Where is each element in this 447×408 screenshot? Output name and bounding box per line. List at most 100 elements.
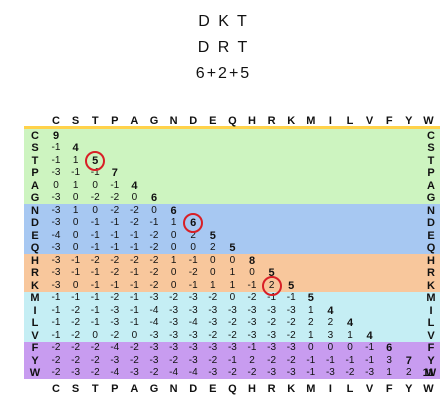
matrix-cell: 0 <box>151 204 157 216</box>
matrix-cell: -3 <box>325 367 335 378</box>
title-line-1: D K T <box>198 13 249 30</box>
matrix-cell: -3 <box>247 304 257 316</box>
matrix-cell: -2 <box>149 229 159 241</box>
column-header-bottom: Q <box>228 383 237 395</box>
matrix-cell: -3 <box>188 292 198 303</box>
matrix-cell: 2 <box>327 317 334 328</box>
matrix-cell: 0 <box>53 179 59 191</box>
matrix-cell: -3 <box>227 342 237 353</box>
row-label-right: G <box>426 192 436 204</box>
matrix-cell: 11 <box>422 367 435 379</box>
matrix-cell: -2 <box>208 329 218 341</box>
matrix-cell: -2 <box>90 254 100 266</box>
group-band <box>24 204 440 254</box>
matrix-cell: 0 <box>229 254 236 266</box>
column-header-bottom: Y <box>405 383 413 395</box>
matrix-cell: 5 <box>307 292 314 304</box>
matrix-cell: 5 <box>288 279 295 292</box>
matrix-cell: 2 <box>406 367 412 378</box>
matrix-cell: -1 <box>149 217 159 228</box>
matrix-cell: 5 <box>229 242 236 254</box>
title-line-2: D R T <box>197 39 250 56</box>
matrix-cell: -3 <box>169 342 179 353</box>
matrix-cell: -1 <box>129 229 139 241</box>
group-band <box>24 254 440 292</box>
row-label-left: H <box>31 254 39 267</box>
matrix-cell: -3 <box>110 354 120 366</box>
matrix-cell: 5 <box>209 229 216 242</box>
row-label-left: E <box>31 229 39 242</box>
matrix-cell: -2 <box>247 292 257 303</box>
matrix-cell: 1 <box>170 217 177 228</box>
column-header-top: F <box>385 115 393 127</box>
column-header-top: L <box>346 115 354 127</box>
matrix-cell: -1 <box>110 217 120 228</box>
column-header-bottom: W <box>423 383 434 395</box>
matrix-cell: 0 <box>210 267 216 278</box>
matrix-cell: -1 <box>90 292 100 303</box>
matrix-cell: -1 <box>306 354 316 366</box>
matrix-cell: 0 <box>308 342 314 353</box>
matrix-cell: -1 <box>51 317 61 328</box>
row-label-right: R <box>427 267 435 279</box>
matrix-cell: -3 <box>169 304 179 316</box>
matrix-cell: 0 <box>170 242 177 253</box>
matrix-cell: -1 <box>129 304 139 316</box>
matrix-cell: -3 <box>51 267 61 278</box>
matrix-cell: -3 <box>188 329 198 341</box>
matrix-cell: 0 <box>210 254 216 266</box>
matrix-cell: -4 <box>110 342 120 353</box>
matrix-cell: -2 <box>90 354 100 366</box>
column-header-top: V <box>365 115 374 127</box>
matrix-cell: -2 <box>286 329 296 341</box>
matrix-cell: -4 <box>188 317 198 328</box>
matrix-cell: 4 <box>72 142 79 154</box>
matrix-cell: 4 <box>346 317 354 329</box>
matrix-cell: -2 <box>227 329 237 341</box>
matrix-cell: -3 <box>129 367 139 378</box>
matrix-cell: -2 <box>345 367 355 378</box>
column-header-bottom: V <box>365 383 374 395</box>
column-header-top: T <box>91 115 99 127</box>
matrix-cell: -3 <box>227 304 237 316</box>
row-label-right: F <box>427 342 435 354</box>
matrix-cell: -2 <box>129 342 139 353</box>
matrix-cell: -1 <box>90 229 100 241</box>
column-header-bottom: N <box>169 383 178 395</box>
matrix-cell: -1 <box>129 242 139 253</box>
matrix-cell: 4 <box>366 329 373 342</box>
matrix-cell: -3 <box>286 367 296 378</box>
row-label-left: D <box>31 217 39 229</box>
row-label-left: A <box>31 179 39 192</box>
matrix-cell: -2 <box>51 354 61 366</box>
matrix-cell: 1 <box>170 254 177 266</box>
matrix-cell: -1 <box>247 342 257 353</box>
matrix-cell: -2 <box>247 367 257 378</box>
matrix-cell: -1 <box>51 292 61 303</box>
matrix-cell: 0 <box>249 267 255 278</box>
column-header-bottom: H <box>248 383 256 395</box>
row-label-left: T <box>31 154 39 167</box>
matrix-cell: -1 <box>90 267 100 278</box>
matrix-cell: -3 <box>51 254 61 266</box>
matrix-cell: -3 <box>365 367 375 378</box>
matrix-cell: 0 <box>190 242 196 253</box>
matrix-cell: 0 <box>131 329 138 341</box>
matrix-cell: -3 <box>247 317 257 328</box>
matrix-cell: -1 <box>51 154 61 166</box>
matrix-cell: -3 <box>149 329 159 341</box>
matrix-cell: 4 <box>131 179 138 192</box>
matrix-cell: 0 <box>170 267 177 278</box>
matrix-cell: -2 <box>149 254 159 266</box>
row-label-right: M <box>426 292 436 304</box>
matrix-cell: 2 <box>190 229 196 241</box>
matrix-cell: -1 <box>51 329 61 341</box>
matrix-cell: 1 <box>347 329 353 341</box>
matrix-cell: -1 <box>90 167 100 178</box>
column-header-top: E <box>209 115 217 127</box>
matrix-cell: -4 <box>169 367 179 378</box>
matrix-cell: -2 <box>149 267 159 278</box>
matrix-cell: -3 <box>51 192 61 203</box>
matrix-cell: -2 <box>71 342 81 353</box>
matrix-cell: -2 <box>71 317 81 328</box>
